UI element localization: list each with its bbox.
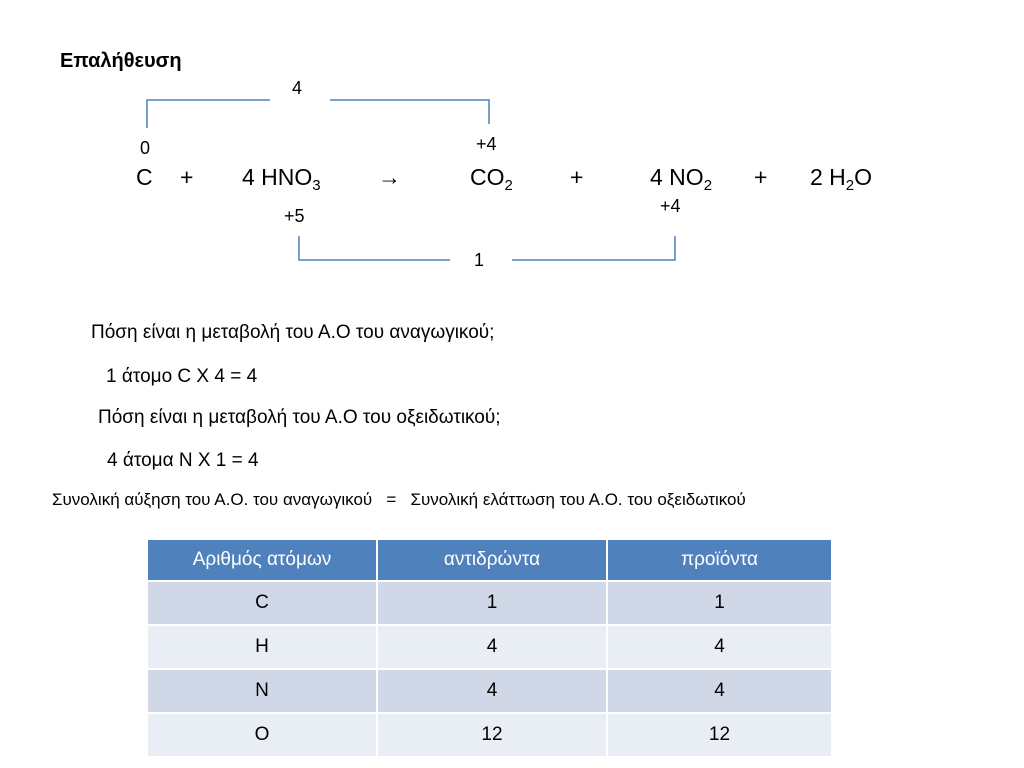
column-header: Αριθμός ατόμων (148, 540, 378, 581)
ox-state-n-reactant: +5 (284, 206, 305, 226)
bottom-bracket (298, 236, 676, 261)
top-bracket (146, 99, 490, 128)
table-cell: 4 (607, 624, 831, 669)
species-no2: 4 NO2 (650, 164, 713, 194)
table-row: H 4 4 (148, 624, 831, 669)
species-c: C (136, 164, 153, 190)
table-row: N 4 4 (148, 668, 831, 713)
table-cell: O (148, 712, 378, 756)
table-cell: 12 (377, 712, 608, 756)
answer-oxidizer: 4 άτομα N X 1 = 4 (107, 450, 259, 471)
species-hno3: 4 HNO3 (242, 164, 321, 194)
ox-state-n-product: +4 (660, 196, 681, 216)
table-cell: 12 (607, 712, 831, 756)
table-row: C 1 1 (148, 580, 831, 625)
table-cell: N (148, 668, 378, 713)
table-cell: 1 (607, 580, 831, 625)
reaction-arrow: → (378, 164, 401, 190)
table-row: O 12 12 (148, 712, 831, 756)
ox-state-c-reactant: 0 (140, 138, 151, 158)
column-header: αντιδρώντα (377, 540, 608, 581)
plus-sign: + (180, 164, 194, 190)
question-reducer: Πόση είναι η μεταβολή του Α.Ο του αναγωγ… (91, 322, 495, 343)
species-h2o: 2 H2O (810, 164, 873, 194)
plus-sign: + (754, 164, 768, 190)
question-oxidizer: Πόση είναι η μεταβολή του Α.Ο του οξειδω… (98, 407, 501, 428)
answer-reducer: 1 άτομο C X 4 = 4 (106, 366, 258, 387)
electron-transfer-brackets (146, 99, 676, 261)
table-cell: 4 (377, 624, 608, 669)
bottom-bracket-label: 1 (474, 250, 485, 270)
table-cell: H (148, 624, 378, 669)
table-cell: 4 (377, 668, 608, 713)
table-cell: 4 (607, 668, 831, 713)
atom-count-table: Αριθμός ατόμων αντιδρώντα προϊόντα C 1 1… (148, 540, 831, 756)
column-header: προϊόντα (607, 540, 831, 581)
summary-statement: Συνολική αύξηση του Α.Ο. του αναγωγικού … (52, 490, 746, 509)
table-cell: C (148, 580, 378, 625)
species-co2: CO2 (470, 164, 513, 194)
plus-sign: + (570, 164, 584, 190)
top-bracket-label: 4 (292, 78, 303, 98)
ox-state-c-product: +4 (476, 134, 497, 154)
table-cell: 1 (377, 580, 608, 625)
page-title: Επαλήθευση (60, 50, 182, 72)
